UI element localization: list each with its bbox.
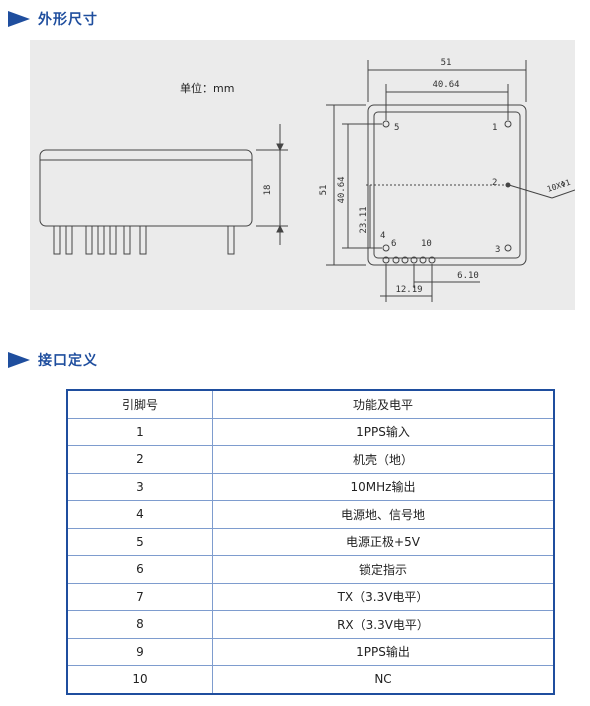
header-function: 功能及电平: [212, 389, 555, 419]
pin-label-1: 1: [492, 123, 497, 133]
dim-top-inner-width: 40.64: [432, 80, 459, 90]
pin-label-6: 6: [391, 239, 396, 249]
pin-label-2: 2: [492, 178, 497, 188]
pin-function: 1PPS输入: [212, 417, 555, 446]
side-view: [39, 124, 288, 255]
pin-function: 电源正极+5V: [212, 527, 555, 556]
dimension-drawing: 单位：mm 18: [30, 40, 575, 310]
pin-label-3: 3: [495, 245, 500, 255]
pin-number: 7: [66, 582, 213, 611]
unit-label: 单位：mm: [180, 82, 235, 95]
pin-number: 10: [66, 665, 213, 694]
dim-hole-spec: 10XΦ1: [546, 178, 572, 194]
dim-top-width: 51: [441, 58, 452, 68]
pin-number: 4: [66, 500, 213, 529]
pin-number: 3: [66, 472, 213, 501]
interface-header: 接口定义: [8, 349, 98, 371]
arrow-right-icon: [8, 352, 30, 368]
pin-function: RX（3.3V电平）: [212, 610, 555, 639]
pin-label-4: 4: [380, 231, 385, 241]
arrow-right-icon: [8, 11, 30, 27]
dim-left-inner-height: 40.64: [337, 176, 347, 203]
dim-left-height: 51: [319, 185, 329, 196]
pin-number: 1: [66, 417, 213, 446]
header-pin-number: 引脚号: [66, 389, 213, 419]
dim-pin-spacing-small: 6.10: [457, 271, 479, 281]
pin-function: 电源地、信号地: [212, 500, 555, 529]
dimensions-header: 外形尺寸: [8, 8, 98, 30]
dim-side-height: 18: [263, 185, 273, 196]
pin-function: 机壳（地）: [212, 445, 555, 474]
dimensions-title: 外形尺寸: [38, 12, 98, 28]
pin-number: 6: [66, 555, 213, 584]
pin-function: 锁定指示: [212, 555, 555, 584]
top-view: [326, 60, 575, 302]
pin-function: 1PPS输出: [212, 637, 555, 666]
pin-function: 10MHz输出: [212, 472, 555, 501]
pin-function: TX（3.3V电平）: [212, 582, 555, 611]
interface-title: 接口定义: [38, 353, 98, 369]
pin-function: NC: [212, 665, 555, 694]
table-header-row: 引脚号 功能及电平: [66, 389, 555, 419]
pin-number: 5: [66, 527, 213, 556]
pin-label-5: 5: [394, 123, 399, 133]
pin-number: 2: [66, 445, 213, 474]
pin-number: 8: [66, 610, 213, 639]
pin-label-10: 10: [421, 239, 432, 249]
pin-number: 9: [66, 637, 213, 666]
dim-pin-spacing-large: 12.19: [395, 285, 422, 295]
drawing-svg: 18: [39, 58, 575, 302]
dim-pin-offset: 23.11: [359, 206, 369, 233]
